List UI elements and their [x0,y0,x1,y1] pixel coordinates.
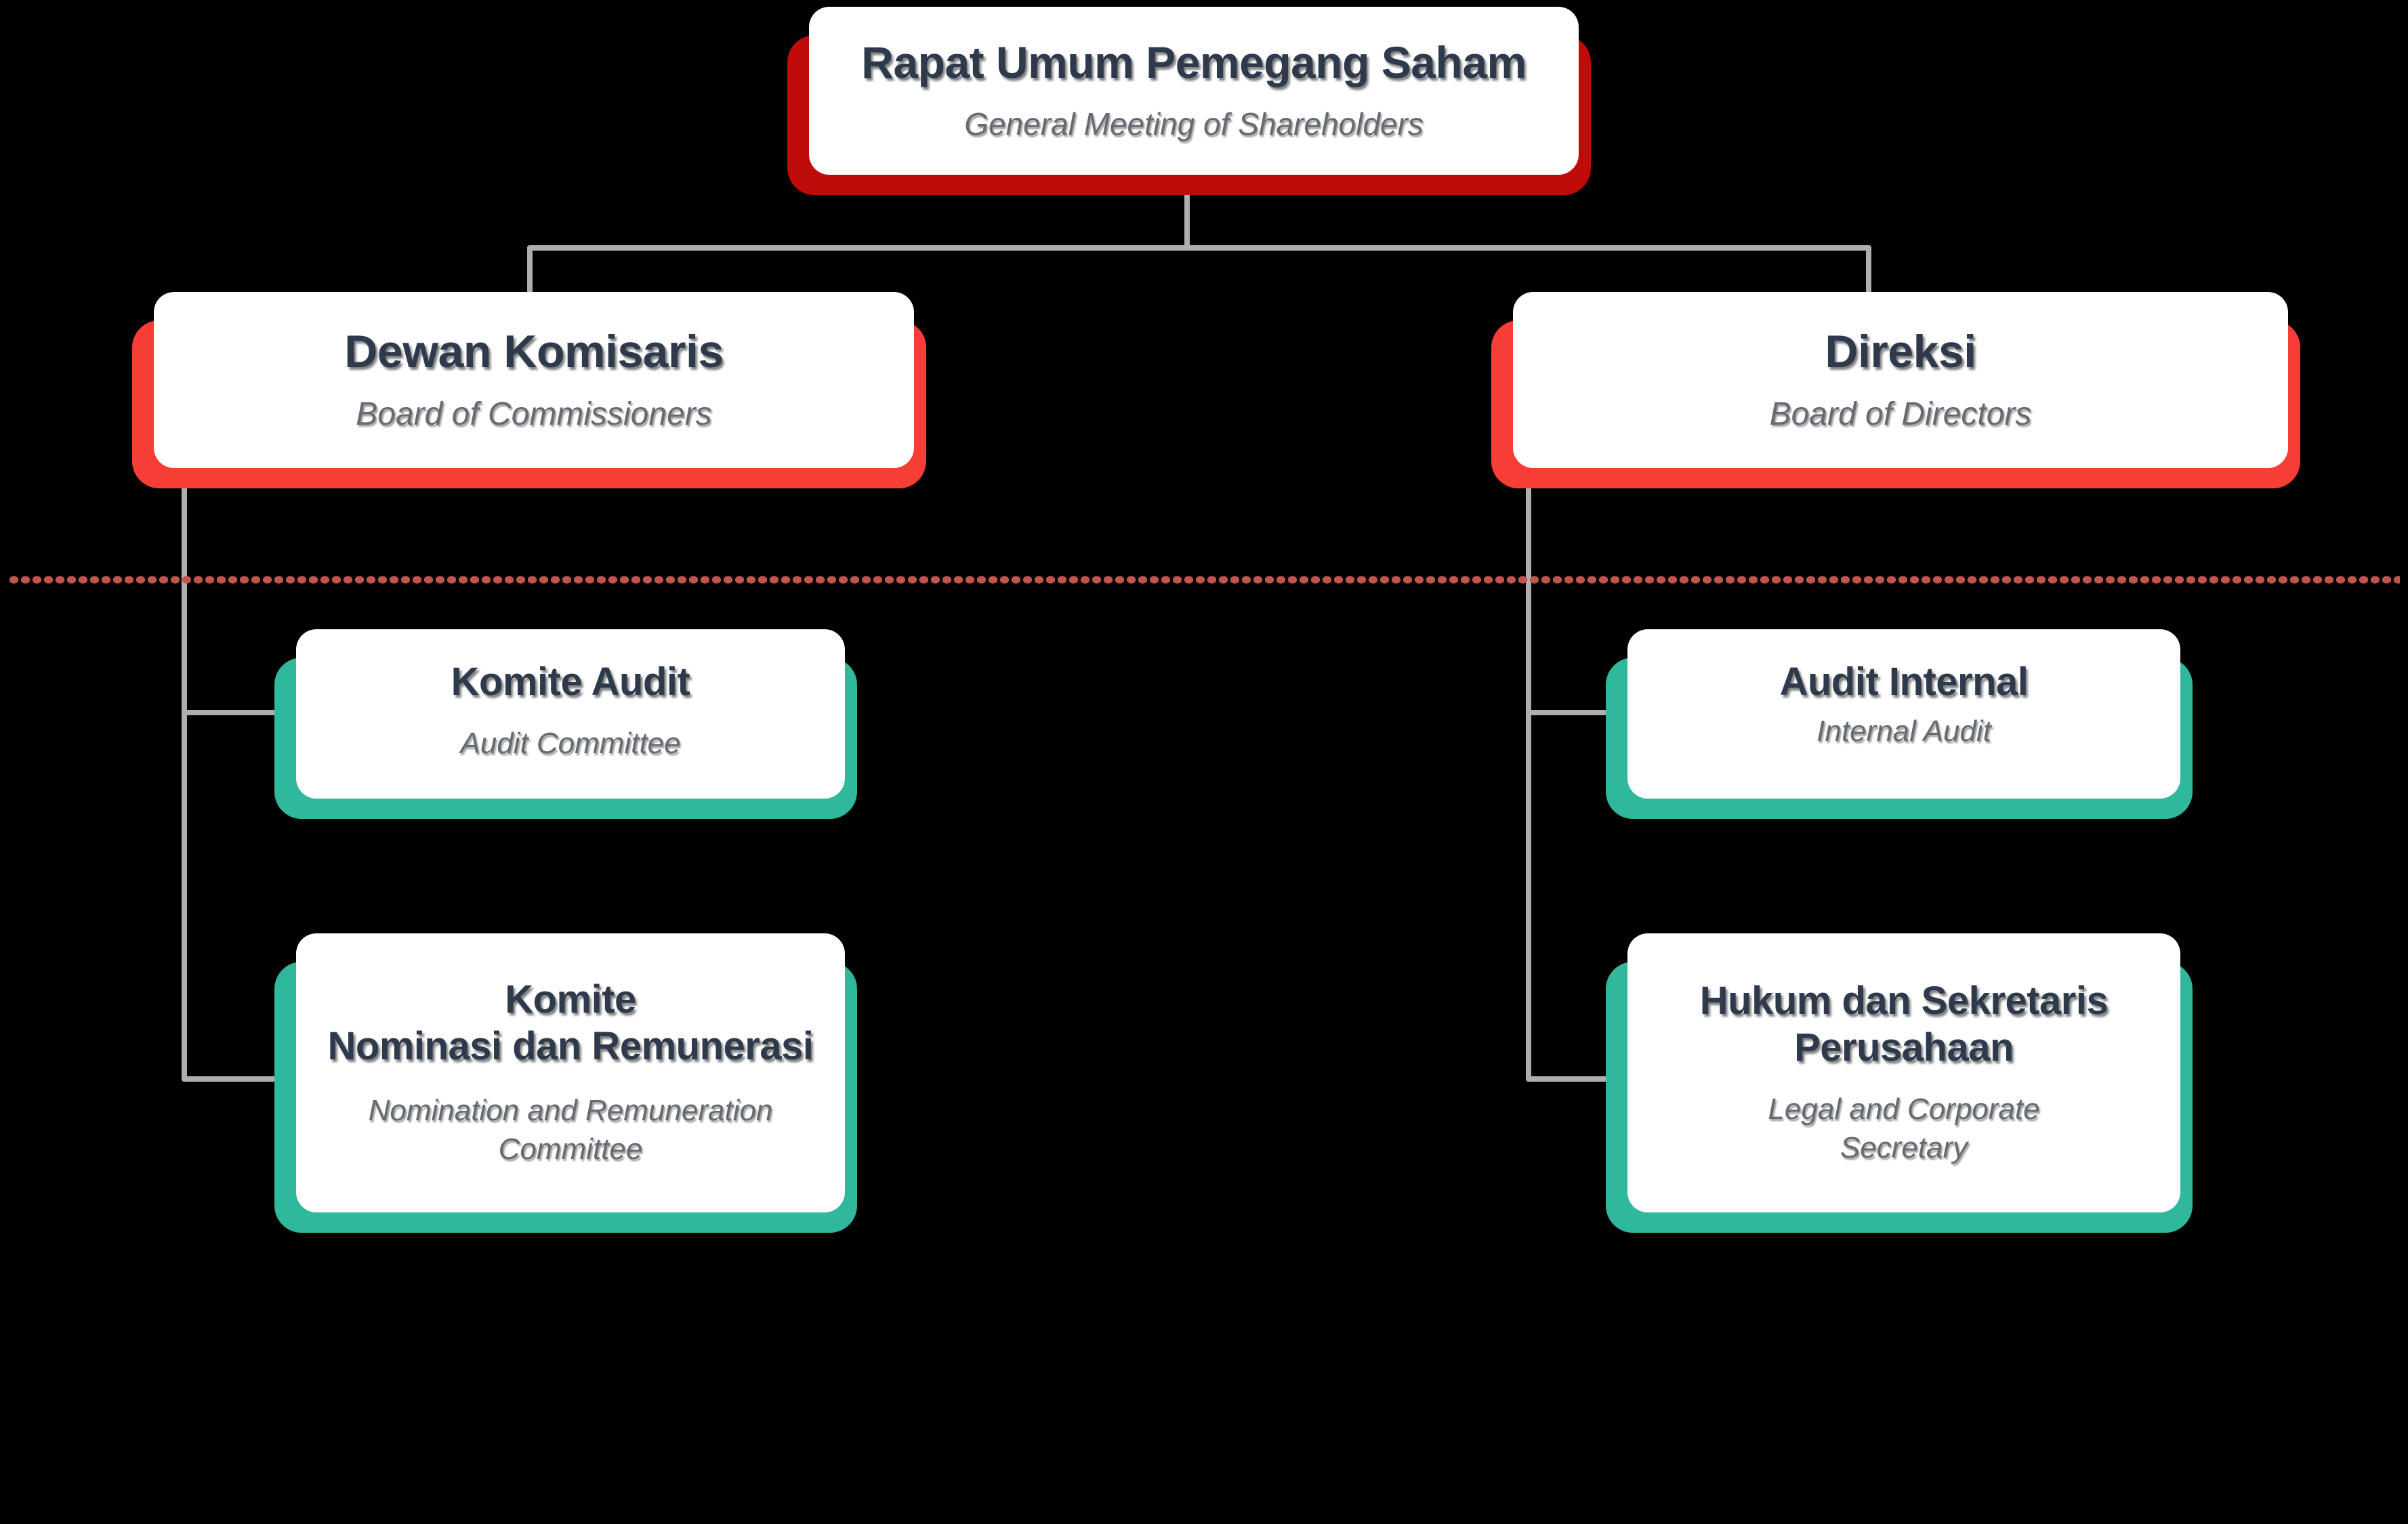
node-komite-audit-subtitle: Audit Committee [460,727,681,761]
node-komite-audit: Komite Audit Audit Committee [274,629,857,819]
node-hukum-sekretaris: Hukum dan Sekretaris Perusahaan Legal an… [1606,933,2193,1233]
node-komite-audit-card: Komite Audit Audit Committee [274,629,857,819]
node-komite-nominasi-card: Komite Nominasi dan Remunerasi Nominatio… [274,933,857,1233]
node-rups-title: Rapat Umum Pemegang Saham [861,37,1527,88]
node-komite-nominasi: Komite Nominasi dan Remunerasi Nominatio… [274,933,857,1233]
node-hukum-sekretaris-subtitle: Legal and Corporate Secretary [1768,1093,2040,1165]
connector-rups-drop [1184,163,1190,251]
node-direksi: Direksi Board of Directors [1491,292,2300,488]
node-dewan-komisaris-card: Dewan Komisaris Board of Commissioners [132,292,926,488]
connector-top-horizontal [527,245,1871,251]
node-audit-internal-subtitle: Internal Audit [1817,715,1991,748]
connector-direksi-column [1526,447,1531,1082]
node-dewan-komisaris-title: Dewan Komisaris [344,325,724,377]
node-direksi-subtitle: Board of Directors [1769,396,2032,432]
node-komite-nominasi-title: Komite Nominasi dan Remunerasi [327,977,814,1068]
node-rups: Rapat Umum Pemegang Saham General Meetin… [787,7,1591,195]
node-hukum-sekretaris-title: Hukum dan Sekretaris Perusahaan [1699,979,2109,1070]
connector-stub-komite-nominasi [182,1076,310,1082]
node-dewan-komisaris: Dewan Komisaris Board of Commissioners [132,292,926,488]
node-rups-card: Rapat Umum Pemegang Saham General Meetin… [787,7,1591,195]
node-hukum-sekretaris-card: Hukum dan Sekretaris Perusahaan Legal an… [1606,933,2193,1233]
connector-stub-hukum [1526,1076,1644,1082]
connector-dewan-drop [527,245,533,316]
node-komite-nominasi-subtitle: Nomination and Remuneration Committee [368,1094,773,1166]
connector-dewan-column [182,447,187,1082]
node-audit-internal-title: Audit Internal [1779,660,2029,704]
node-rups-subtitle: General Meeting of Shareholders [964,106,1424,142]
connector-direksi-drop [1866,245,1871,316]
node-direksi-card: Direksi Board of Directors [1491,292,2300,488]
governance-divider-dotted-line [8,575,2400,585]
node-audit-internal: Audit Internal Internal Audit [1606,629,2193,819]
connector-stub-audit-internal [1526,710,1644,715]
connector-stub-komite-audit [182,710,310,715]
node-dewan-komisaris-subtitle: Board of Commissioners [356,396,712,432]
node-audit-internal-card: Audit Internal Internal Audit [1606,629,2193,819]
node-komite-audit-title: Komite Audit [451,660,690,704]
node-direksi-title: Direksi [1825,325,1976,377]
